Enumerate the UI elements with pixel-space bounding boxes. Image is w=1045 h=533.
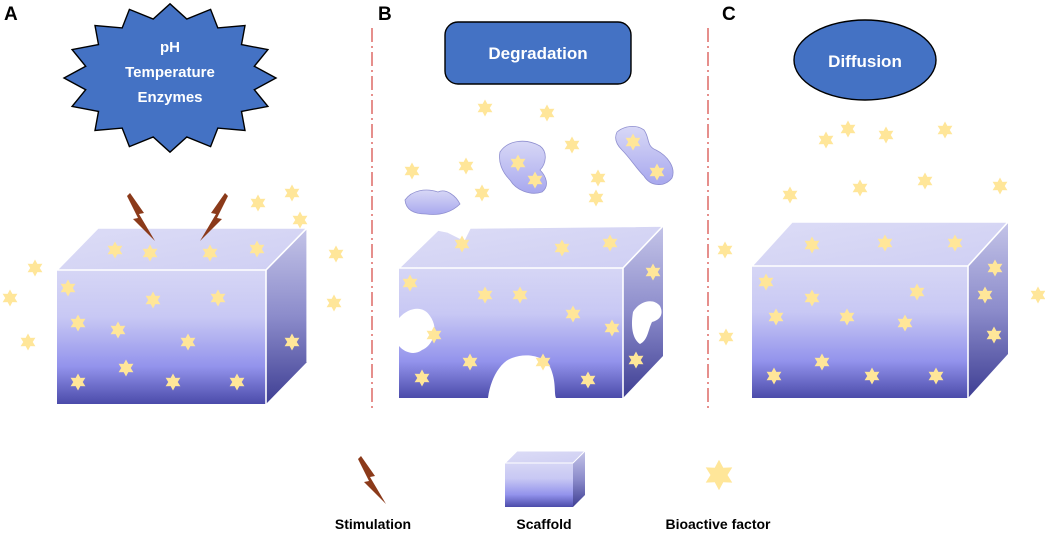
legend-scaffold: Scaffold (504, 450, 587, 532)
bioactive-factor-star (539, 104, 555, 122)
bioactive-factor-star (20, 333, 36, 351)
panel-a-letter: A (4, 4, 18, 25)
bioactive-factor-star (782, 186, 798, 204)
legend-scaffold-top (505, 451, 585, 463)
stimulus-starburst: pH Temperature Enzymes (62, 2, 278, 154)
fragment-3 (615, 126, 674, 185)
bioactive-factor-star (284, 184, 300, 202)
scaffold-b-top (399, 226, 663, 268)
scaffold-a-top (57, 228, 307, 270)
bioactive-factor-star (477, 99, 493, 117)
bioactive-factor-star (717, 241, 733, 259)
legend-scaffold-side (573, 451, 585, 507)
bioactive-factor-star (852, 179, 868, 197)
panel-a: A pH Temperature Enzymes (2, 2, 344, 404)
legend-bioactive: Bioactive factor (665, 459, 771, 532)
bioactive-factor-star (590, 169, 606, 187)
bioactive-factor-star (27, 259, 43, 277)
legend: Stimulation Scaffold Bioactive factor (335, 450, 771, 532)
starburst-line-2: Temperature (125, 64, 215, 81)
legend-bolt-icon (358, 456, 386, 504)
degradation-shape (444, 21, 632, 85)
starburst-line-3: Enzymes (137, 89, 202, 106)
diffusion-ellipse: Diffusion (793, 19, 937, 101)
starburst-shape (62, 2, 278, 154)
bioactive-factor-star (292, 211, 308, 229)
bioactive-factor-star (2, 289, 18, 307)
legend-stimulation: Stimulation (335, 456, 411, 532)
scaffold-b-hole-side (631, 301, 662, 344)
legend-star-icon (705, 459, 733, 491)
panel-b: B Degradation (378, 4, 674, 398)
bioactive-factor-star (474, 184, 490, 202)
bioactive-factor-star (1030, 286, 1045, 304)
bioactive-factor-star (937, 121, 953, 139)
bioactive-factor-star (992, 177, 1008, 195)
scaffold-a-front (57, 270, 266, 404)
scaffold-a-side (266, 228, 307, 404)
bioactive-factor-star (458, 157, 474, 175)
bioactive-factor-star (404, 162, 420, 180)
bioactive-factor-star (328, 245, 344, 263)
fragment-2 (499, 140, 547, 194)
bioactive-factor-star (840, 120, 856, 138)
bioactive-factor-star (564, 136, 580, 154)
bioactive-factor-star (250, 194, 266, 212)
legend-scaffold-label: Scaffold (516, 516, 571, 532)
scaffold-c (751, 221, 1010, 398)
legend-scaffold-front (505, 463, 573, 507)
scaffold-a (56, 227, 309, 404)
degradation-label: Degradation (488, 44, 587, 63)
legend-bioactive-label: Bioactive factor (665, 516, 771, 532)
legend-stimulation-label: Stimulation (335, 516, 411, 532)
fragment-1 (404, 189, 461, 215)
starburst-line-1: pH (160, 39, 180, 56)
panel-c: C Diffusion (717, 4, 1045, 398)
scaffold-b-hole-left (399, 308, 435, 353)
bioactive-factor-star (818, 131, 834, 149)
diffusion-label: Diffusion (828, 52, 902, 71)
degradation-box: Degradation (444, 21, 632, 85)
scaffold-b (398, 225, 665, 398)
bioactive-factor-star (917, 172, 933, 190)
bioactive-factor-star (878, 126, 894, 144)
diffusion-shape (793, 19, 937, 101)
panel-c-letter: C (722, 4, 736, 25)
bioactive-factor-star (326, 294, 342, 312)
bioactive-factor-star (718, 328, 734, 346)
panel-b-letter: B (378, 4, 392, 25)
bioactive-factor-star (588, 189, 604, 207)
